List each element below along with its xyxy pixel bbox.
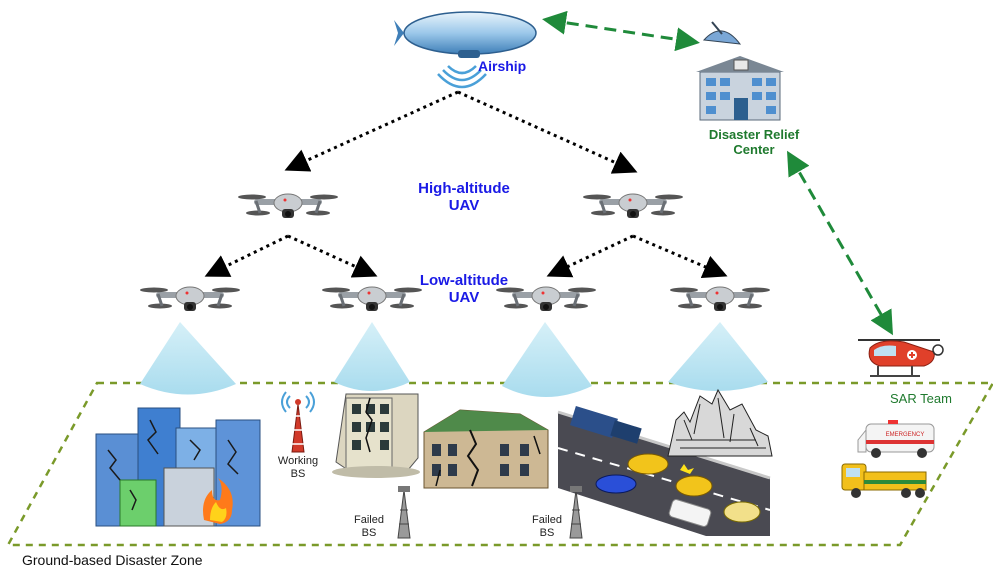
uav-link-arrows — [204, 90, 728, 278]
failed-bs-label-2: Failed BS — [522, 514, 572, 539]
cracked-building-icon — [332, 393, 420, 478]
low-altitude-uav-icon-4 — [668, 285, 772, 313]
low-altitude-uav-label: Low-altitude UAV — [404, 272, 524, 307]
relief-center-label: Disaster Relief Center — [694, 127, 814, 158]
high-altitude-uav-label-line2: UAV — [448, 197, 480, 215]
failed-bs-label-1-line1: Failed — [354, 514, 384, 526]
relief-center-label-line2: Center — [733, 141, 775, 157]
airship-icon — [394, 11, 537, 89]
ground-zone-label: Ground-based Disaster Zone — [22, 552, 203, 568]
beam-3 — [502, 322, 592, 397]
failed-bs-label-2-line1: Failed — [532, 514, 562, 526]
relief-link-arrows — [542, 10, 893, 336]
working-bs-tower-icon — [281, 391, 315, 453]
failed-bs-label-1-line2: BS — [361, 526, 377, 539]
working-bs-label: Working BS — [270, 455, 326, 480]
helicopter-icon — [858, 339, 944, 377]
beam-2 — [334, 322, 410, 391]
high-altitude-uav-icon-2 — [581, 192, 685, 220]
sar-team-label: SAR Team — [890, 391, 952, 406]
failed-bs-tower-icon-1 — [397, 486, 411, 539]
tow-truck-icon — [841, 463, 927, 498]
road-traffic-scene — [557, 406, 771, 540]
low-altitude-uav-icon-1 — [138, 285, 242, 313]
collapsed-mansion-icon — [420, 400, 552, 492]
low-altitude-uav-label-line2: UAV — [448, 289, 480, 307]
ambulance-text: EMERGENCY — [886, 432, 925, 438]
airship-label: Airship — [478, 58, 527, 74]
beam-4 — [668, 322, 768, 391]
rubble-icon — [667, 388, 773, 457]
ambulance-icon — [857, 420, 935, 458]
high-altitude-uav-label-line1: High-altitude — [418, 180, 510, 197]
high-altitude-uav-icon-1 — [236, 192, 340, 220]
working-bs-label-line1: Working — [277, 455, 319, 467]
ground-zone-boundary — [5, 381, 993, 547]
failed-bs-label-1: Failed BS — [344, 514, 394, 539]
working-bs-label-line2: BS — [290, 467, 306, 480]
relief-center-label-line1: Disaster Relief — [708, 127, 800, 142]
beam-1 — [140, 322, 236, 395]
failed-bs-tower-icon-2 — [569, 486, 583, 539]
low-altitude-uav-label-line1: Low-altitude — [419, 272, 509, 289]
failed-bs-label-2-line2: BS — [539, 526, 555, 539]
disaster-relief-center-icon — [696, 21, 784, 121]
collapsed-buildings-icon — [95, 407, 261, 527]
high-altitude-uav-label: High-altitude UAV — [404, 180, 524, 215]
